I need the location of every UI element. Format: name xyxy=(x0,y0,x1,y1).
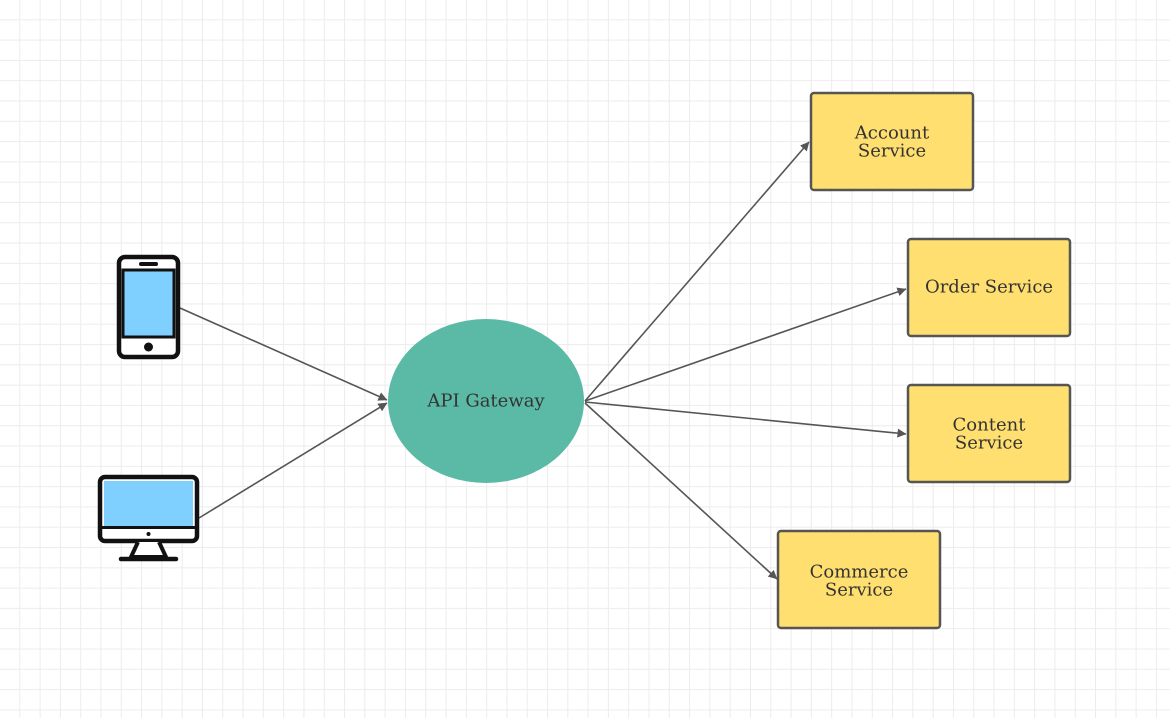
service-box xyxy=(906,383,1072,484)
service-label-line: Content xyxy=(953,415,1027,436)
edges xyxy=(179,141,907,580)
smartphone-speaker xyxy=(139,262,158,266)
edge-mobile-to-gateway xyxy=(179,307,388,401)
service-node-account[interactable]: Account Service xyxy=(809,91,975,192)
smartphone-home-button xyxy=(144,342,153,352)
service-box xyxy=(809,91,975,192)
service-label-line: Service xyxy=(858,141,926,162)
edge-gateway-to-commerce xyxy=(584,402,778,580)
service-label-line: Service xyxy=(955,433,1023,454)
service-box xyxy=(776,529,942,630)
edge-gateway-to-order xyxy=(584,287,907,402)
service-box xyxy=(906,237,1072,338)
service-node-content[interactable]: Content Service xyxy=(906,383,1072,484)
monitor-screen xyxy=(104,481,193,526)
edge-desktop-to-gateway xyxy=(198,402,388,519)
service-label-line: Service xyxy=(825,580,893,601)
smartphone-icon[interactable] xyxy=(116,254,181,360)
gateway-ellipse xyxy=(388,319,584,483)
desktop-monitor-icon[interactable] xyxy=(97,474,200,562)
gateway-label: API Gateway xyxy=(426,391,545,412)
gateway-node[interactable]: API Gateway xyxy=(388,319,584,483)
service-label-line: Commerce xyxy=(810,562,909,583)
service-node-order[interactable]: Order Service xyxy=(906,237,1072,338)
service-label-line: Order Service xyxy=(925,277,1053,298)
monitor-stand xyxy=(129,541,168,559)
service-label-line: Account xyxy=(854,123,930,144)
edge-gateway-to-account xyxy=(584,141,810,402)
edge-gateway-to-content xyxy=(584,401,907,438)
smartphone-screen xyxy=(121,268,176,339)
monitor-power-dot xyxy=(146,532,151,536)
service-node-commerce[interactable]: Commerce Service xyxy=(776,529,942,630)
